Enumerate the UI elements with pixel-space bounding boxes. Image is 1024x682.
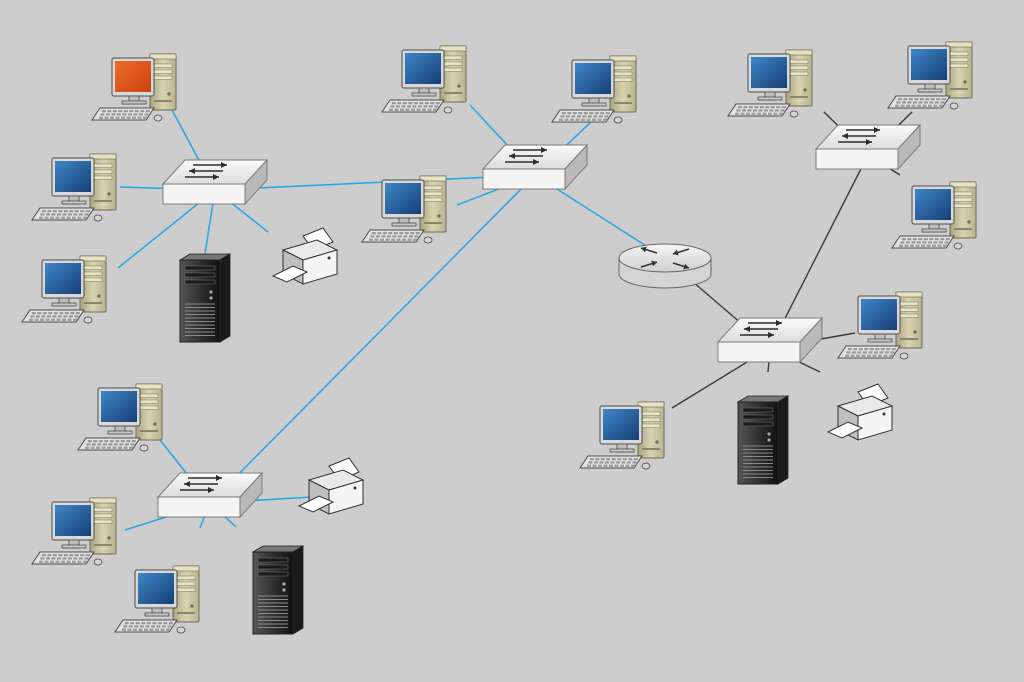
- printer-icon: [271, 227, 339, 285]
- switch-icon: [814, 123, 922, 171]
- workstation-icon: [31, 153, 117, 222]
- server-icon: [736, 395, 790, 485]
- workstation-icon: [551, 55, 637, 124]
- workstation-icon: [837, 291, 923, 360]
- server-icon: [178, 253, 232, 343]
- printer-icon: [826, 383, 894, 441]
- link-sw2-sw3: [209, 174, 536, 504]
- server-icon: [251, 545, 305, 635]
- workstation-icon: [579, 401, 665, 470]
- router-icon: [618, 243, 712, 289]
- link-sw4-sw5: [769, 154, 869, 349]
- printer-icon: [297, 457, 365, 515]
- switch-icon: [156, 471, 264, 519]
- workstation-icon: [21, 255, 107, 324]
- workstation-icon: [91, 53, 177, 122]
- switch-icon: [716, 316, 824, 364]
- workstation-icon: [361, 175, 447, 244]
- devices-layer: [21, 41, 977, 635]
- link-sw1-sw2: [214, 174, 536, 191]
- switch-icon: [481, 143, 589, 191]
- workstation-icon: [381, 45, 467, 114]
- workstation-icon: [887, 41, 973, 110]
- workstation-icon: [727, 49, 813, 118]
- workstation-icon: [114, 565, 200, 634]
- workstation-icon: [891, 181, 977, 250]
- switch-icon: [161, 158, 269, 206]
- workstation-icon: [31, 497, 117, 566]
- workstation-icon: [77, 383, 163, 452]
